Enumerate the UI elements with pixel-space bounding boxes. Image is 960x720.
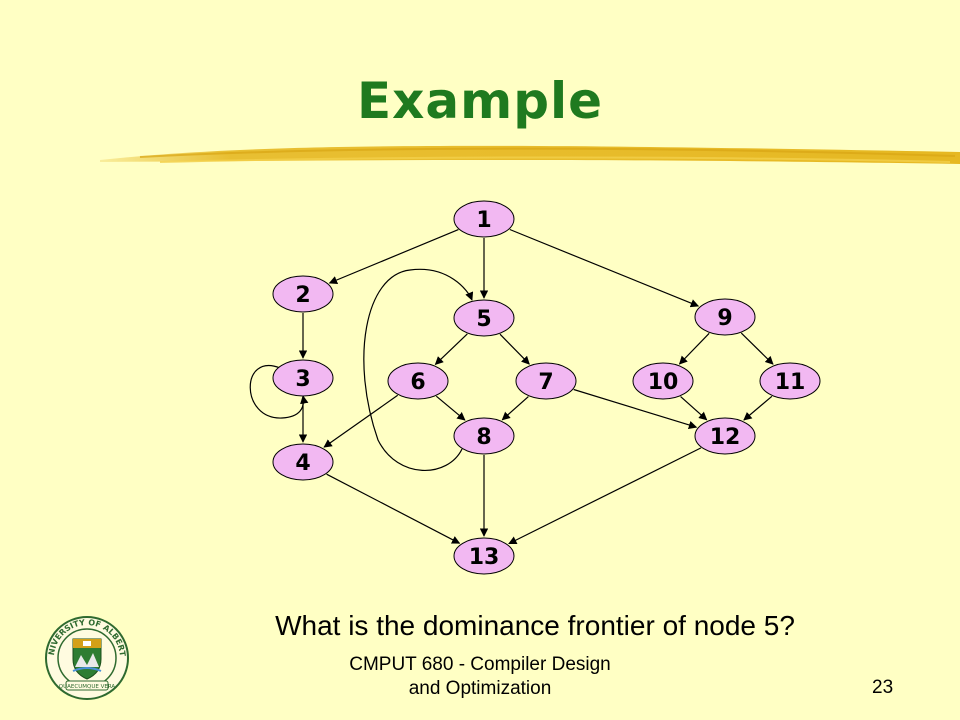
node-4: 4 bbox=[272, 443, 334, 481]
edge-6-4 bbox=[323, 394, 399, 448]
node-1-shape bbox=[453, 200, 515, 238]
node-6-shape bbox=[387, 362, 449, 400]
title-underline bbox=[100, 145, 960, 164]
edge-6-8 bbox=[435, 395, 466, 421]
edge-9-11 bbox=[740, 332, 774, 365]
edge-10-12 bbox=[680, 396, 708, 421]
node-8-label: 8 bbox=[476, 425, 491, 450]
slide-number: 23 bbox=[872, 677, 894, 698]
node-5-label: 5 bbox=[476, 307, 491, 332]
edge-5-7 bbox=[499, 333, 530, 365]
edge-7-12 bbox=[573, 388, 698, 429]
logo-motto: QUAECUMQUE VERA bbox=[59, 684, 116, 690]
node-11-shape bbox=[759, 362, 821, 400]
node-6: 6 bbox=[387, 362, 449, 400]
node-2-shape bbox=[272, 275, 334, 313]
node-3: 3 bbox=[272, 359, 334, 397]
question-text: What is the dominance frontier of node 5… bbox=[275, 610, 795, 641]
node-11: 11 bbox=[759, 362, 821, 400]
node-13-label: 13 bbox=[469, 545, 500, 570]
node-13: 13 bbox=[453, 537, 515, 575]
node-11-label: 11 bbox=[775, 370, 806, 395]
edge-11-12 bbox=[743, 395, 773, 421]
node-12: 12 bbox=[694, 417, 756, 455]
node-10: 10 bbox=[632, 362, 694, 400]
node-4-shape bbox=[272, 443, 334, 481]
node-12-shape bbox=[694, 417, 756, 455]
node-8-shape bbox=[453, 417, 515, 455]
edge-12-13 bbox=[508, 447, 702, 545]
node-4-label: 4 bbox=[295, 451, 310, 476]
node-6-label: 6 bbox=[410, 370, 425, 395]
edge-1-2 bbox=[328, 229, 459, 284]
edge-7-8 bbox=[501, 396, 529, 421]
edge-8-5 bbox=[363, 268, 474, 471]
edge-1-9 bbox=[509, 228, 700, 308]
edge-4-13 bbox=[326, 473, 461, 544]
footer-course-line2: and Optimization bbox=[408, 678, 552, 699]
node-9-label: 9 bbox=[717, 306, 732, 331]
slide-title: Example bbox=[356, 72, 604, 130]
node-12-label: 12 bbox=[710, 425, 741, 450]
edge-9-10 bbox=[678, 332, 710, 365]
node-3-label: 3 bbox=[295, 367, 310, 392]
node-7-shape bbox=[515, 362, 577, 400]
node-2: 2 bbox=[272, 275, 334, 313]
node-13-shape bbox=[453, 537, 515, 575]
node-10-shape bbox=[632, 362, 694, 400]
university-seal-logo: UNIVERSITY OF ALBERTA QUAECUMQUE VERA bbox=[44, 615, 129, 700]
footer-course: CMPUT 680 - Compiler Design and Optimiza… bbox=[330, 653, 630, 701]
node-2-label: 2 bbox=[295, 283, 310, 308]
node-9: 9 bbox=[694, 298, 756, 336]
node-7: 7 bbox=[515, 362, 577, 400]
node-7-label: 7 bbox=[538, 370, 553, 395]
node-10-label: 10 bbox=[648, 370, 679, 395]
node-1: 1 bbox=[453, 200, 515, 238]
node-5-shape bbox=[453, 299, 515, 337]
footer-course-line1: CMPUT 680 - Compiler Design bbox=[349, 654, 611, 675]
node-3-shape bbox=[272, 359, 334, 397]
node-8: 8 bbox=[453, 417, 515, 455]
edge-5-6 bbox=[434, 333, 468, 365]
edge-3-3 bbox=[249, 365, 309, 419]
node-5: 5 bbox=[453, 299, 515, 337]
node-1-label: 1 bbox=[476, 208, 491, 233]
node-9-shape bbox=[694, 298, 756, 336]
